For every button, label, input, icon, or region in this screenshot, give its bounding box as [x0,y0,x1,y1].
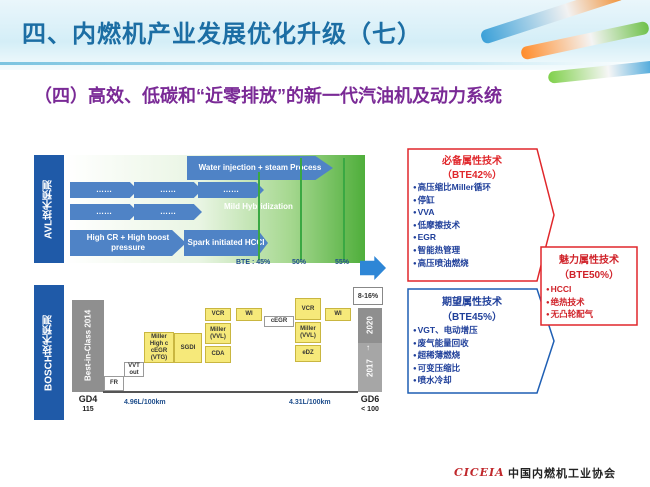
avl-arrow-placeholder: …… [134,204,202,220]
step-wi-2: WI [325,308,351,321]
avl-arrow-placeholder: …… [70,182,138,198]
list-item: 低摩擦技术 [413,219,491,232]
required-attributes-panel: 必备属性技术 （BTE42%） 高压缩比Miller循环 停缸 VVA 低摩擦技… [407,148,555,282]
expected-attributes-panel: 期望属性技术 （BTE45%） VGT、电动增压 废气能量回收 超稀薄燃烧 可变… [407,288,555,394]
list-item: 停缸 [413,194,491,207]
fuel-start-label: 4.96L/100km [124,399,166,406]
avl-side-label: AVL技术预测 [34,155,64,263]
fuel-axis [103,391,358,393]
page-title: 四、内燃机产业发展优化升级（七） [22,21,422,48]
list-item: 废气能量回收 [413,337,478,350]
list-item: EGR [413,231,491,244]
gd6-label: GD6 [360,394,380,404]
list-item: VVA [413,206,491,219]
step-miller-vvl-2: Miller (VVL) [295,322,321,343]
charm-panel-title: 魅力属性技术 [559,255,619,266]
year-2017-label: 2017 [365,359,375,377]
step-wi-1: WI [236,308,262,321]
fuel-end-label: 4.31L/100km [289,399,331,406]
list-item: 喷水冷却 [413,374,478,387]
list-item: 无凸轮配气 [546,308,594,321]
avl-arrow-placeholder: …… [198,182,264,198]
step-cda: CDA [205,346,231,363]
bte-50-line [300,158,302,260]
subtitle: （四）高效、低碳和“近零排放”的新一代汽油机及动力系统 [34,86,502,106]
step-miller-high-cr: Miller High c cEGR (VTG) [144,332,174,363]
step-cegr: cEGR [264,316,294,327]
list-item: 可变压缩比 [413,362,478,375]
required-tech-list: 高压缩比Miller循环 停缸 VVA 低摩擦技术 EGR 智能热管理 高压喷油… [413,181,491,269]
target-2020-bar [358,308,382,343]
charm-tech-list: HCCI 绝热技术 无凸轮配气 [546,283,594,321]
step-fr: FR [104,376,124,391]
expected-panel-bte: （BTE45%） [441,312,502,323]
step-vcr-1: VCR [205,308,231,321]
charm-attributes-panel: 魅力属性技术 （BTE50%） HCCI 绝热技术 无凸轮配气 [540,246,638,326]
step-vcr-2: VCR [295,298,321,320]
avl-arrow-water-injection: Water injection + steam Process [187,156,333,180]
target-2017-bar [358,343,382,392]
list-item: 高压喷油燃烧 [413,257,491,270]
avl-arrow-placeholder: …… [70,204,138,220]
avl-arrow-placeholder: …… [134,182,202,198]
list-item: HCCI [546,283,593,296]
expected-tech-list: VGT、电动增压 废气能量回收 超稀薄燃烧 可变压缩比 喷水冷却 [413,324,478,387]
organization-name: 中国内燃机工业协会 [508,468,616,480]
list-item: 智能热管理 [413,244,491,257]
ciceia-logo: CICEIA [454,466,505,479]
avl-arrow-spark-hcci: Spark initiated HCCI [184,230,268,256]
gd6-value: < 100 [361,406,379,413]
list-item: 高压缩比Miller循环 [413,181,491,194]
bosch-side-label: BOSCH技术预测 [34,285,64,420]
title-underline [0,62,650,65]
expected-panel-title: 期望属性技术 [442,297,502,308]
list-item: 绝热技术 [546,296,593,309]
step-vvt: VVT out [124,362,144,377]
required-panel-title: 必备属性技术 [442,156,502,167]
gd4-value: 115 [82,406,94,413]
year-2020-label: 2020 [365,316,375,334]
arrow-up-icon: ↑ [366,343,370,352]
list-item: 超稀薄燃烧 [413,349,478,362]
bte-45-line [258,172,260,260]
best-in-class-bar [72,300,104,392]
bte-45-label: BTE : 45% [236,259,271,266]
required-panel-bte: （BTE42%） [441,170,502,181]
step-miller-vvl-1: Miller (VVL) [205,323,231,344]
step-edz: eDZ [295,345,321,362]
bte-50-label: 50% [292,259,307,266]
charm-panel-bte: （BTE50%） [558,270,619,281]
bte-55-line [343,158,345,260]
best-in-class-label: Best-in-Class 2014 [83,309,93,381]
improvement-range: 8-16% [353,287,383,305]
avl-arrow-high-cr: High CR + High boost pressure [70,230,186,256]
step-sgdi: SGDI [174,333,202,363]
bte-55-label: 55% [335,259,350,266]
gd4-label: GD4 [78,394,98,404]
list-item: VGT、电动增压 [413,324,478,337]
